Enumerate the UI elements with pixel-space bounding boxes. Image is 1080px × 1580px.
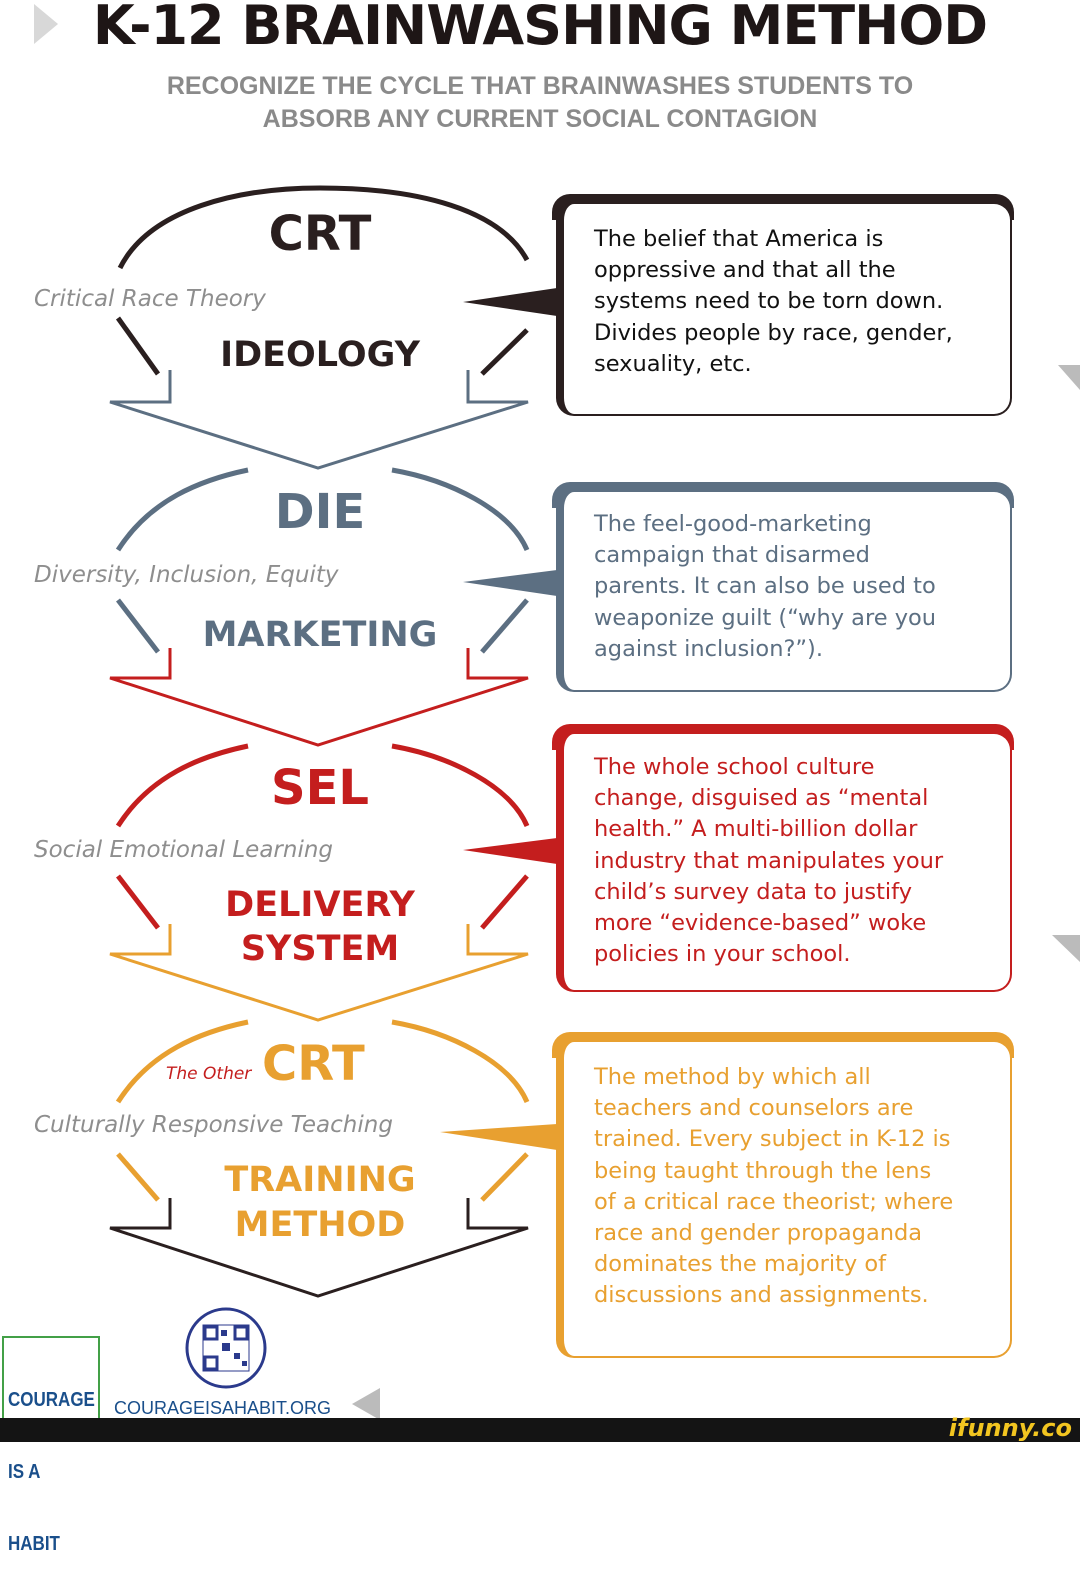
cycle-diagram [34, 4, 1080, 1420]
stage-3-arc-right [391, 743, 530, 828]
ifunny-watermark: ifunny.co [948, 1414, 1072, 1442]
description-2: The feel-good-marketing campaign that di… [594, 509, 1004, 665]
website-url[interactable]: COURAGEISAHABIT.ORG [114, 1398, 332, 1418]
description-4-line: dominates the majority of [594, 1251, 887, 1278]
stage-4-right-bracket [480, 1152, 529, 1202]
logo-line-1: COURAGE [8, 1389, 95, 1411]
stage-4-chevron [109, 1198, 529, 1298]
description-3-line: industry that manipulates your [594, 847, 944, 874]
description-2-line: campaign that disarmed [594, 542, 870, 569]
stage-1-arc [117, 185, 530, 270]
stage-1-right-bracket [480, 328, 529, 376]
stage-4-shape [109, 1019, 557, 1298]
stage-4-acronym: CRT [262, 1036, 365, 1092]
description-4-line: being taught through the lens [594, 1157, 932, 1184]
stage-3-right-bracket [480, 874, 529, 930]
description-4-line: The method by which all [594, 1064, 871, 1090]
stage-1-shape [109, 185, 557, 470]
stage-2-arc-right [391, 467, 530, 552]
stage-4-pointer [440, 1124, 557, 1150]
stage-1-pointer [463, 288, 557, 316]
footer-arrow-marker [352, 1388, 380, 1420]
stage-2-right-bracket [480, 598, 529, 654]
description-1-line: Divides people by race, gender, [594, 319, 953, 346]
courage-logo [2, 1336, 100, 1420]
description-4-line: of a critical race theorist; where [594, 1188, 954, 1215]
stage-3-shape [109, 743, 557, 1022]
stage-2-full-name: Diversity, Inclusion, Equity [34, 562, 339, 588]
stage-3-left-bracket [116, 874, 160, 930]
description-2-line: weaponize guilt (“why are you [594, 604, 937, 631]
stage-4-prefix: The Other [166, 1064, 252, 1084]
stage-3-acronym: SEL [271, 760, 369, 816]
stage-3-pointer [463, 838, 557, 864]
stage-4-role-line-1: TRAINING [224, 1160, 416, 1200]
page-title: K-12 BRAINWASHING METHOD [92, 0, 988, 57]
description-1-line: The belief that America is [594, 226, 884, 252]
stage-1-acronym: CRT [268, 206, 372, 262]
right-edge-marker-1 [1058, 365, 1080, 390]
description-4-line: race and gender propaganda [594, 1220, 923, 1247]
subtitle-line-2: ABSORB ANY CURRENT SOCIAL CONTAGION [262, 105, 818, 133]
description-3-line: change, disguised as “mental [594, 785, 929, 812]
qr-code [185, 1307, 267, 1389]
stage-1-role: IDEOLOGY [220, 335, 420, 375]
description-1-line: systems need to be torn down. [594, 288, 944, 315]
description-3: The whole school culture change, disguis… [594, 752, 1004, 970]
description-4-line: teachers and counselors are [594, 1095, 914, 1122]
stage-4-arc-right [391, 1019, 530, 1104]
stage-3-chevron [109, 924, 529, 1022]
title-marker-left [34, 4, 58, 44]
stage-2-shape [109, 467, 557, 747]
stage-1-left-bracket [115, 316, 161, 376]
page-subtitle: RECOGNIZE THE CYCLE THAT BRAINWASHES STU… [90, 70, 990, 136]
stage-4-arc-left [115, 1019, 249, 1104]
description-box-3 [556, 732, 1012, 992]
description-3-line: child’s survey data to justify [594, 878, 913, 905]
stage-2-acronym: DIE [274, 484, 366, 540]
description-3-line: health.” A multi-billion dollar [594, 816, 918, 843]
description-1-line: oppressive and that all the [594, 257, 896, 284]
stage-3-arc-left [115, 743, 249, 828]
stage-1-full-name: Critical Race Theory [34, 286, 266, 312]
stage-4-role-line-2: METHOD [234, 1205, 406, 1245]
right-edge-marker-2 [1052, 935, 1080, 962]
description-3-line: policies in your school. [594, 941, 851, 968]
description-4: The method by which all teachers and cou… [594, 1062, 1004, 1312]
description-4-line: discussions and assignments. [594, 1282, 929, 1309]
description-3-line: more “evidence-based” woke [594, 910, 927, 937]
stage-2-arc-left [115, 467, 249, 552]
description-2-line: parents. It can also be used to [594, 573, 936, 600]
description-3-line: The whole school culture [594, 754, 875, 780]
description-box-4 [556, 1040, 1012, 1358]
stage-1-chevron [109, 370, 529, 470]
description-box-2 [556, 490, 1012, 692]
description-1-line: sexuality, etc. [594, 350, 752, 377]
stage-2-left-bracket [116, 598, 160, 654]
stage-3-role-line-1: DELIVERY [225, 885, 415, 925]
stage-4-left-bracket [116, 1152, 160, 1202]
watermark-bar [0, 1418, 1080, 1442]
description-box-1 [556, 202, 1012, 416]
stage-2-role: MARKETING [202, 615, 438, 655]
logo-line-3: HABIT [8, 1533, 60, 1555]
logo-text: COURAGE IS A HABIT [8, 1340, 95, 1580]
logo-line-2: IS A [8, 1461, 41, 1483]
stage-3-role-line-2: SYSTEM [240, 929, 400, 969]
stage-2-chevron [109, 648, 529, 747]
description-2-line: against inclusion?”). [594, 635, 823, 662]
stage-4-full-name: Culturally Responsive Teaching [34, 1112, 393, 1138]
description-1: The belief that America is oppressive an… [594, 224, 1004, 380]
description-4-line: trained. Every subject in K-12 is [594, 1126, 951, 1153]
subtitle-line-1: RECOGNIZE THE CYCLE THAT BRAINWASHES STU… [166, 72, 914, 100]
description-2-line: The feel-good-marketing [594, 511, 872, 537]
stage-3-full-name: Social Emotional Learning [34, 837, 334, 863]
stage-2-pointer [463, 570, 557, 596]
